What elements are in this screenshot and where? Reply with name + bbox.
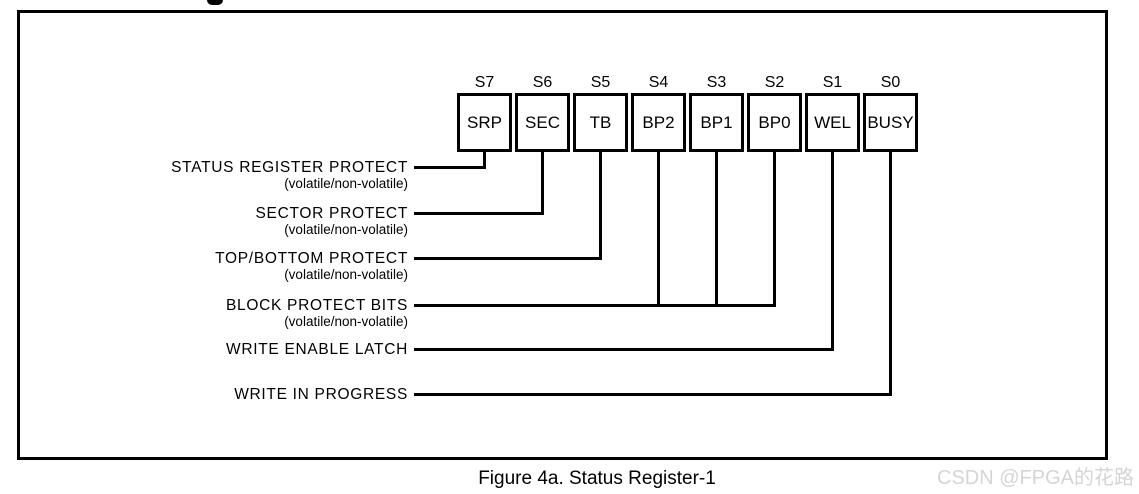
leader-vertical-sec [541,149,544,215]
leader-horizontal [414,212,544,215]
bit-box-busy: BUSY [863,93,918,152]
watermark-text: CSDN @FPGA的花路 [937,467,1134,489]
annotation-sublabel: (volatile/non-volatile) [284,176,408,191]
leader-horizontal [414,348,834,351]
leader-vertical-busy [889,149,892,396]
bit-name-label: BP1 [700,112,733,132]
leader-vertical-bp2 [657,149,660,307]
leader-vertical-bp0 [773,149,776,307]
bit-name-label: TB [589,112,612,132]
leader-horizontal [414,304,776,307]
figure-border [17,10,1108,460]
leader-vertical-wel [831,149,834,351]
annotation-label: SECTOR PROTECT [255,205,408,222]
bit-box-bp1: BP1 [689,93,744,152]
bit-name-label: BP2 [642,112,675,132]
leader-horizontal [414,393,892,396]
bit-name-label: BP0 [758,112,791,132]
leader-vertical-srp [483,149,486,169]
bit-position-label-s2: S2 [764,74,785,91]
leader-horizontal [414,166,486,169]
bit-box-bp0: BP0 [747,93,802,152]
figure-caption: Figure 4a. Status Register-1 [478,468,716,489]
annotation-label: STATUS REGISTER PROTECT [171,159,408,176]
bit-box-tb: TB [573,93,628,152]
bit-name-label: SEC [525,112,560,132]
bit-name-label: WEL [814,112,851,132]
bit-name-label: SRP [467,112,502,132]
cropped-heading-fragment [207,0,223,5]
annotation-sublabel: (volatile/non-volatile) [284,267,408,282]
bit-name-label: BUSY [867,112,914,132]
annotation-label: TOP/BOTTOM PROTECT [215,250,408,267]
leader-vertical-tb [599,149,602,260]
bit-position-label-s1: S1 [822,74,843,91]
bit-box-bp2: BP2 [631,93,686,152]
annotation-label: WRITE IN PROGRESS [234,386,408,403]
annotation-sublabel: (volatile/non-volatile) [284,314,408,329]
annotation-label: WRITE ENABLE LATCH [226,341,408,358]
bit-box-wel: WEL [805,93,860,152]
bit-box-sec: SEC [515,93,570,152]
bit-position-label-s0: S0 [880,74,901,91]
bit-position-label-s5: S5 [590,74,611,91]
annotation-sublabel: (volatile/non-volatile) [284,222,408,237]
annotation-label: BLOCK PROTECT BITS [226,297,408,314]
bit-position-label-s4: S4 [648,74,669,91]
leader-vertical-bp1 [715,149,718,307]
bit-box-srp: SRP [457,93,512,152]
bit-position-label-s7: S7 [474,74,495,91]
bit-position-label-s6: S6 [532,74,553,91]
leader-horizontal [414,257,602,260]
bit-position-label-s3: S3 [706,74,727,91]
